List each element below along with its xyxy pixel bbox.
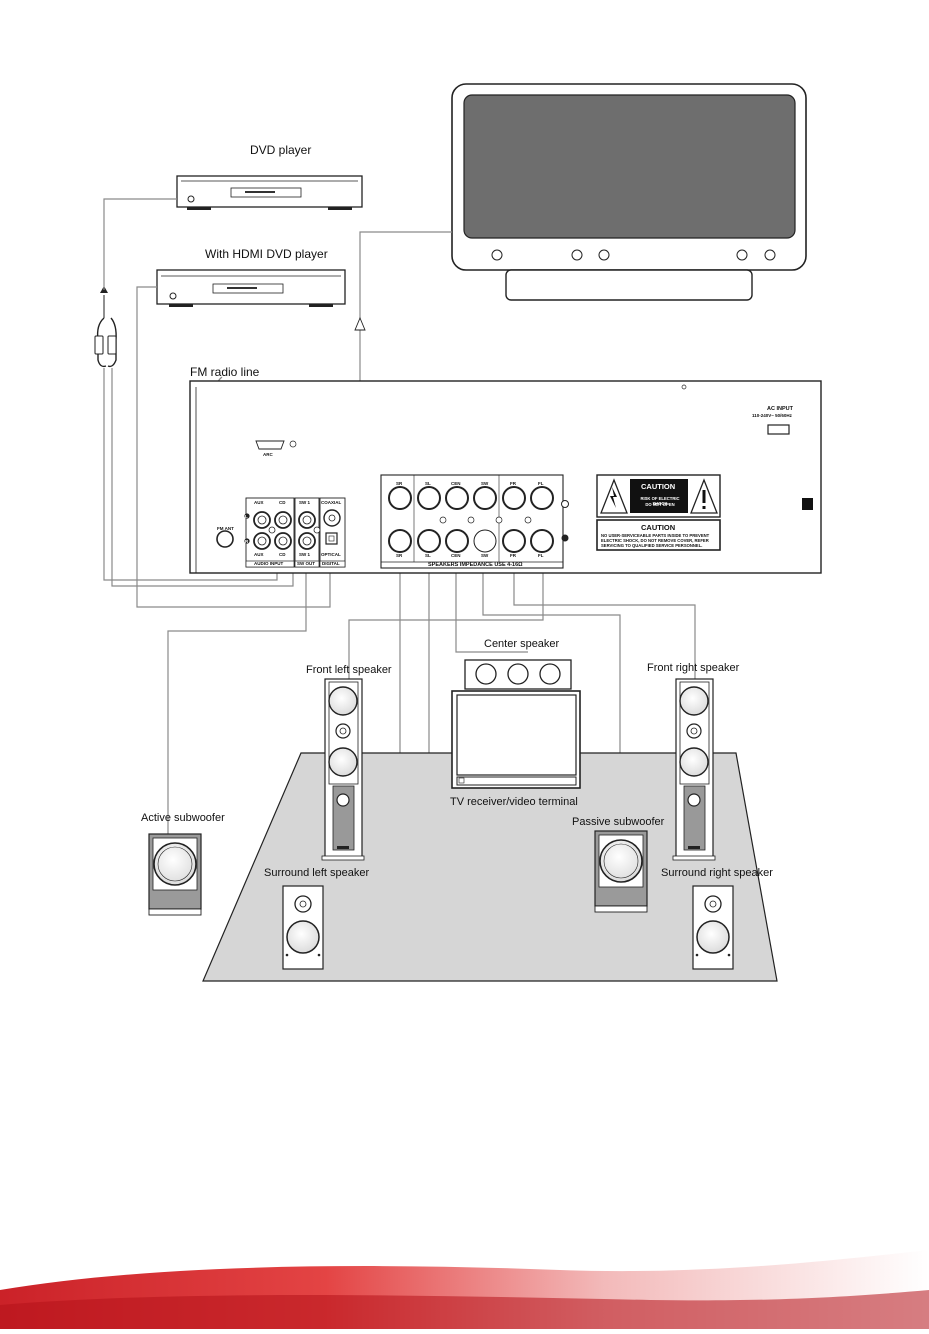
terminal-label-sr-bottom: SR [396,553,403,558]
tv-monitor [451,83,807,301]
terminal-label-cen-bottom: CEN [451,553,461,558]
surround-left-speaker-label: Surround left speaker [264,867,370,879]
cd-bottom-label: CD [279,552,286,557]
front-left-speaker-label: Front left speaker [306,664,392,676]
fm-ant-label: FM ANT [217,526,234,531]
optical-label: OPTICAL [321,552,341,557]
active-subwoofer [148,833,202,916]
aux-bottom-label: AUX [254,552,264,557]
surround-right-speaker-label: Surround right speaker [661,867,773,879]
dvd-player [176,175,363,210]
front-right-speaker [672,678,716,861]
arc-label: ARC [263,452,273,457]
caution-text-1b: DO NOT OPEN [645,502,675,507]
caution-text-2: NO USER-SERVICEABLE PARTS INSIDE TO PREV… [601,533,710,548]
audio-input-label: AUDIO INPUT [254,561,284,566]
terminal-label-sl: SL [425,481,431,486]
footer-band [0,1250,929,1329]
aux-label: AUX [254,500,264,505]
right-channel-marker: R [245,539,249,544]
sw1-bottom-label: SW 1 [299,552,311,557]
caution-title-1: CAUTION [641,482,676,491]
cd-label: CD [279,500,286,505]
hdmi-dvd-player-label: With HDMI DVD player [205,247,328,261]
rca-cable-plug [94,286,117,368]
terminal-label-cen: CEN [451,481,461,486]
terminal-label-sl-bottom: SL [425,553,431,558]
speakers-impedance-label: SPEAKERS IMPEDANCE USE 4-16Ω [428,562,523,568]
fm-radio-line-label: FM radio line [190,365,260,379]
terminal-label-fl-bottom: FL [538,553,544,558]
hdmi-arrow-icon [354,316,366,331]
hdmi-dvd-player [156,269,346,307]
dvd-player-label: DVD player [250,143,312,157]
coaxial-label: COAXIAL [321,500,342,505]
front-left-speaker [321,678,365,861]
left-channel-marker: L [245,514,248,519]
terminal-label-fl: FL [538,481,544,486]
ac-rating-label: 110-240V~ 50/60Hz [752,413,792,418]
ac-input-label: AC INPUT [767,406,793,412]
center-speaker-label: Center speaker [484,638,560,650]
terminal-label-fr-bottom: FR [510,553,516,558]
terminal-label-sw: SW [481,481,489,486]
sw-out-label: SW OUT [297,561,315,566]
surround-left-speaker [282,885,324,970]
sw1-top-label: SW 1 [299,500,311,505]
caution-text-1a: RISK OF ELECTRIC SHOCK [640,496,680,506]
front-right-speaker-label: Front right speaker [647,662,740,674]
tv-receiver-label: TV receiver/video terminal [450,796,578,808]
terminal-label-sw-bottom: SW [481,553,489,558]
caution-title-2: CAUTION [641,523,676,532]
receiver-rear-panel [189,380,822,574]
terminal-label-sr: SR [396,481,403,486]
terminal-label-fr: FR [510,481,516,486]
digital-label: DIGITAL [322,561,340,566]
surround-right-speaker [692,885,734,970]
center-speaker [464,659,572,690]
passive-subwoofer-label: Passive subwoofer [572,816,665,828]
passive-subwoofer [594,830,648,913]
tv-receiver [451,690,581,789]
active-subwoofer-label: Active subwoofer [141,812,225,824]
